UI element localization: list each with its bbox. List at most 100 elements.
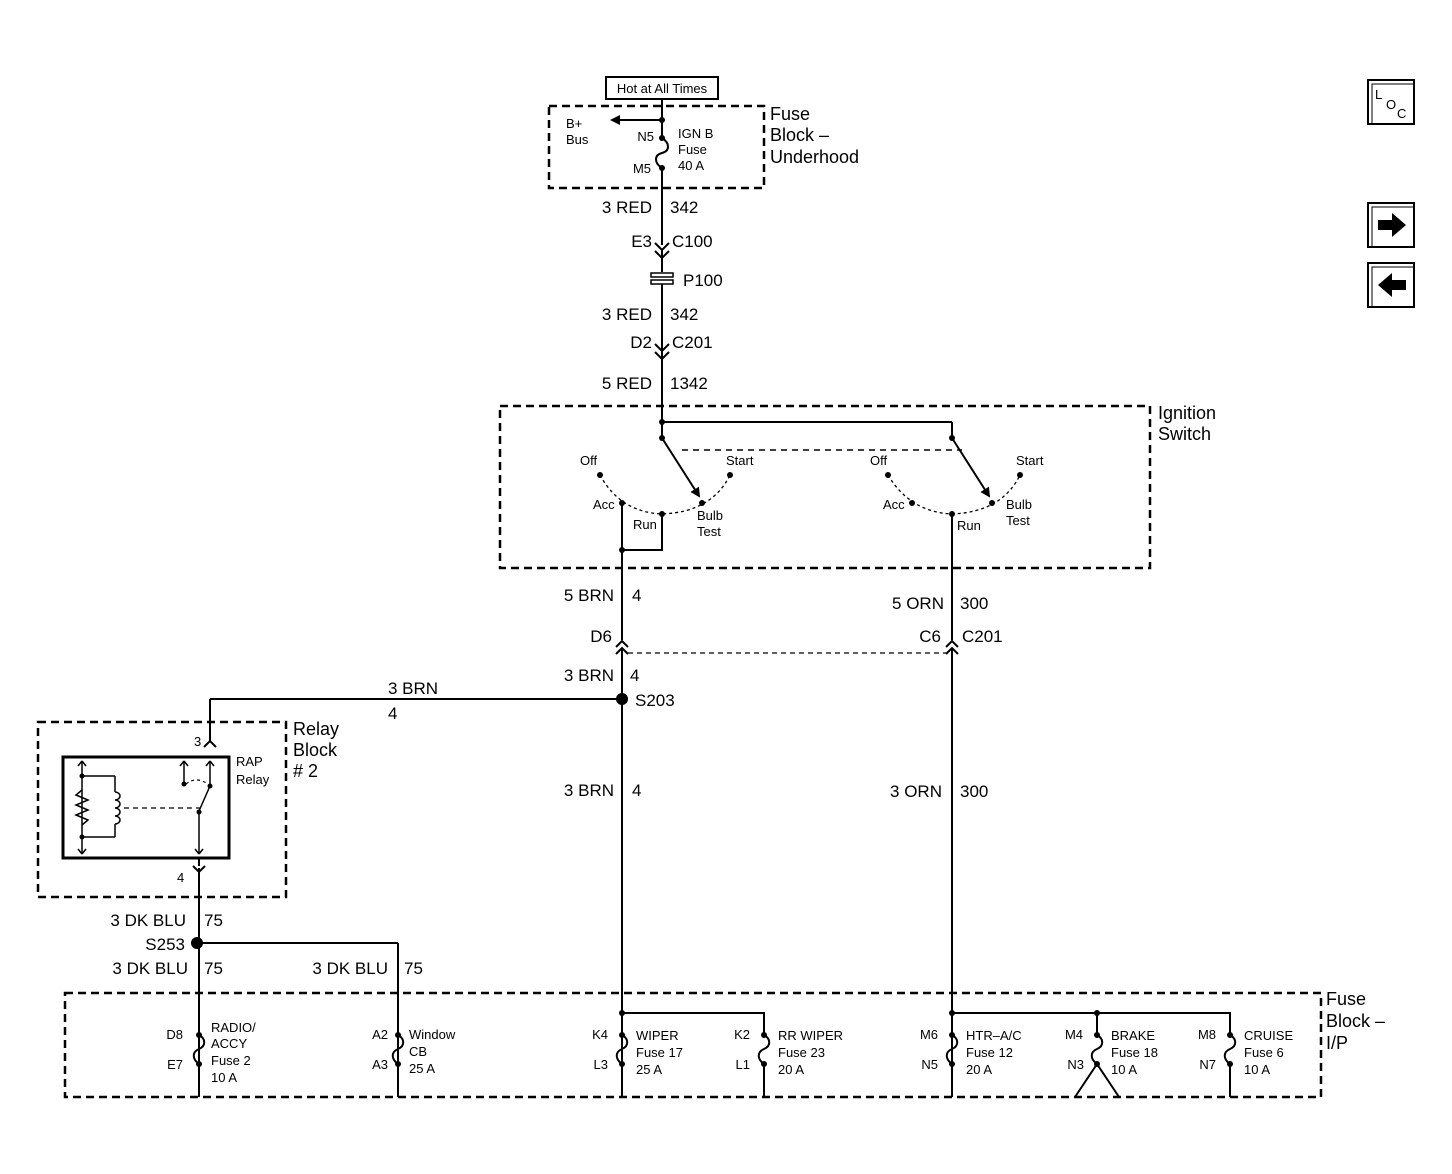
svg-text:342: 342 — [670, 305, 698, 324]
switch-blade-left — [661, 437, 701, 498]
svg-text:Underhood: Underhood — [770, 147, 859, 167]
fuse-wiper: K4 L3 WIPER Fuse 17 25 A — [592, 1027, 683, 1077]
svg-text:WIPER: WIPER — [636, 1028, 679, 1043]
svg-text:Fuse: Fuse — [770, 104, 810, 124]
svg-text:5 ORN: 5 ORN — [892, 594, 944, 613]
svg-text:300: 300 — [960, 594, 988, 613]
svg-text:K2: K2 — [734, 1027, 750, 1042]
svg-text:M6: M6 — [920, 1027, 938, 1042]
svg-text:Test: Test — [697, 524, 721, 539]
fuse-radio-accy: D8 E7 RADIO/ ACCY Fuse 2 10 A — [166, 1020, 256, 1085]
svg-text:A2: A2 — [372, 1027, 388, 1042]
svg-text:Fuse: Fuse — [678, 142, 707, 157]
svg-text:Fuse: Fuse — [1326, 989, 1366, 1009]
svg-text:Window: Window — [409, 1027, 456, 1042]
svg-text:3: 3 — [194, 734, 201, 749]
svg-text:Fuse 2: Fuse 2 — [211, 1053, 251, 1068]
fuse-brake: M4 N3 BRAKE Fuse 18 10 A — [1065, 1027, 1158, 1098]
relay-block-2: Relay Block # 2 3 RAP Relay — [36, 719, 339, 899]
svg-text:3 BRN: 3 BRN — [388, 679, 438, 698]
svg-text:Relay: Relay — [236, 772, 270, 787]
next-page-button[interactable] — [1367, 202, 1415, 248]
loc-button[interactable]: L O C — [1367, 79, 1415, 125]
svg-text:M8: M8 — [1198, 1027, 1216, 1042]
svg-text:HTR–A/C: HTR–A/C — [966, 1028, 1022, 1043]
svg-text:Run: Run — [957, 518, 981, 533]
fuse-htr-ac: M6 N5 HTR–A/C Fuse 12 20 A — [920, 1027, 1022, 1077]
svg-text:3 DK BLU: 3 DK BLU — [112, 959, 188, 978]
svg-text:4: 4 — [177, 870, 184, 885]
svg-text:RAP: RAP — [236, 754, 263, 769]
fuse-block-underhood: Fuse Block – Underhood B+ Bus N5 M5 IGN … — [547, 104, 859, 190]
svg-text:C201: C201 — [672, 333, 713, 352]
ignition-switch: Ignition Switch Off Start Acc Run Bulb T… — [498, 403, 1216, 570]
svg-text:Test: Test — [1006, 513, 1030, 528]
svg-text:RR WIPER: RR WIPER — [778, 1028, 843, 1043]
svg-text:E3: E3 — [631, 232, 652, 251]
svg-text:N3: N3 — [1067, 1057, 1084, 1072]
circuit-breaker-icon — [391, 1034, 405, 1065]
svg-text:75: 75 — [404, 959, 423, 978]
fuse-icon — [1090, 1034, 1104, 1065]
rap-relay — [61, 755, 231, 860]
svg-text:1342: 1342 — [670, 374, 708, 393]
hot-at-all-times-label: Hot at All Times — [605, 76, 719, 100]
connector-c201-top: D2 C201 — [630, 333, 713, 361]
svg-text:4: 4 — [630, 666, 639, 685]
svg-text:L3: L3 — [594, 1057, 608, 1072]
svg-text:M4: M4 — [1065, 1027, 1083, 1042]
coil-icon — [114, 791, 121, 825]
fuse-icon — [757, 1034, 771, 1065]
arrow-left-icon — [1378, 273, 1406, 297]
svg-text:3 ORN: 3 ORN — [890, 782, 942, 801]
svg-text:ACCY: ACCY — [211, 1036, 247, 1051]
svg-text:Switch: Switch — [1158, 424, 1211, 444]
svg-text:Off: Off — [580, 453, 597, 468]
svg-text:Fuse 6: Fuse 6 — [1244, 1045, 1284, 1060]
svg-text:Bulb: Bulb — [697, 508, 723, 523]
svg-text:25 A: 25 A — [409, 1061, 435, 1076]
svg-text:10 A: 10 A — [1111, 1062, 1137, 1077]
svg-text:S253: S253 — [145, 935, 185, 954]
svg-text:IGN B: IGN B — [678, 126, 713, 141]
svg-text:20 A: 20 A — [778, 1062, 804, 1077]
svg-text:75: 75 — [204, 959, 223, 978]
svg-text:P100: P100 — [683, 271, 723, 290]
svg-text:Run: Run — [633, 517, 657, 532]
svg-text:CRUISE: CRUISE — [1244, 1028, 1293, 1043]
previous-page-button[interactable] — [1367, 262, 1415, 308]
svg-text:O: O — [1386, 97, 1396, 112]
window-cb: A2 A3 Window CB 25 A — [372, 1027, 456, 1076]
svg-text:Bus: Bus — [566, 132, 589, 147]
svg-text:3 DK BLU: 3 DK BLU — [110, 911, 186, 930]
svg-text:25 A: 25 A — [636, 1062, 662, 1077]
svg-text:L1: L1 — [736, 1057, 750, 1072]
arrow-right-icon — [1378, 213, 1406, 237]
svg-text:Relay: Relay — [293, 719, 339, 739]
svg-text:3 RED: 3 RED — [602, 305, 652, 324]
connector-c201-bottom: D6 C6 C201 — [590, 627, 1003, 655]
svg-text:I/P: I/P — [1326, 1033, 1348, 1053]
fuse-icon — [615, 1034, 629, 1065]
svg-text:# 2: # 2 — [293, 761, 318, 781]
svg-text:5 RED: 5 RED — [602, 374, 652, 393]
svg-text:B+: B+ — [566, 116, 582, 131]
ign-b-fuse-icon — [655, 137, 669, 169]
svg-text:M5: M5 — [633, 161, 651, 176]
svg-text:Fuse 23: Fuse 23 — [778, 1045, 825, 1060]
svg-text:Block –: Block – — [1326, 1011, 1385, 1031]
svg-text:L: L — [1375, 87, 1382, 102]
svg-text:Start: Start — [1016, 453, 1044, 468]
svg-text:10 A: 10 A — [1244, 1062, 1270, 1077]
svg-text:D6: D6 — [590, 627, 612, 646]
svg-text:A3: A3 — [372, 1057, 388, 1072]
svg-text:N7: N7 — [1199, 1057, 1216, 1072]
svg-text:75: 75 — [204, 911, 223, 930]
svg-text:40 A: 40 A — [678, 158, 704, 173]
svg-text:C100: C100 — [672, 232, 713, 251]
svg-text:4: 4 — [388, 704, 397, 723]
svg-text:3 RED: 3 RED — [602, 198, 652, 217]
svg-text:C6: C6 — [919, 627, 941, 646]
svg-text:BRAKE: BRAKE — [1111, 1028, 1155, 1043]
